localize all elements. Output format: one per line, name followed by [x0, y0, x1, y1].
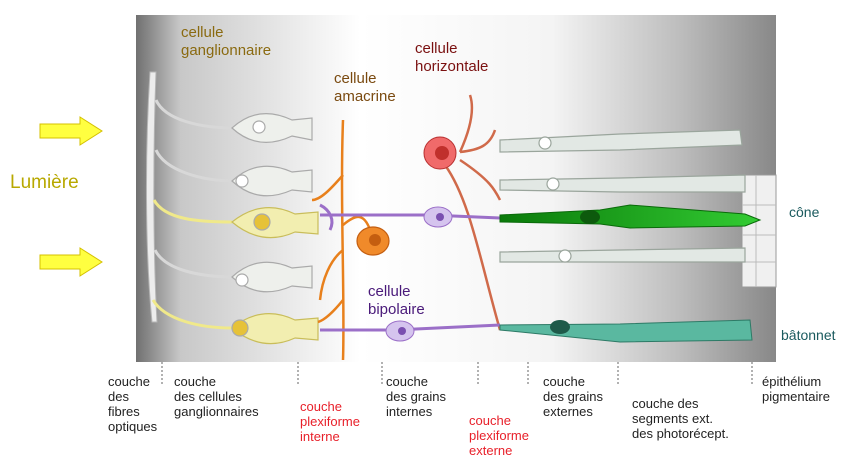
layer-label-ganglion-cells: couche des cellules ganglionnaires	[174, 374, 259, 419]
horizontal-label: cellule horizontale	[415, 40, 488, 76]
rod-label: bâtonnet	[781, 327, 836, 343]
cone-label: cône	[789, 204, 819, 220]
layer-label-inner-nuclear: couche des grains internes	[386, 374, 446, 419]
layer-label-outer-nuclear: couche des grains externes	[543, 374, 603, 419]
layer-label-outer-plexiform: couche plexiforme externe	[469, 413, 529, 458]
layer-label-pigment-epithelium: épithélium pigmentaire	[762, 374, 830, 404]
layer-label-outer-segments: couche des segments ext. des photorécept…	[632, 396, 729, 441]
ganglion-label: cellule ganglionnaire	[181, 24, 271, 60]
amacrine-label: cellule amacrine	[334, 70, 396, 106]
pigment-epithelium	[742, 175, 776, 287]
light-arrows	[40, 117, 102, 276]
layer-label-optic-fibres: couche des fibres optiques	[108, 374, 157, 434]
light-label: Lumière	[10, 172, 79, 194]
layer-label-inner-plexiform: couche plexiforme interne	[300, 399, 360, 444]
bipolar-label: cellule bipolaire	[368, 283, 425, 319]
